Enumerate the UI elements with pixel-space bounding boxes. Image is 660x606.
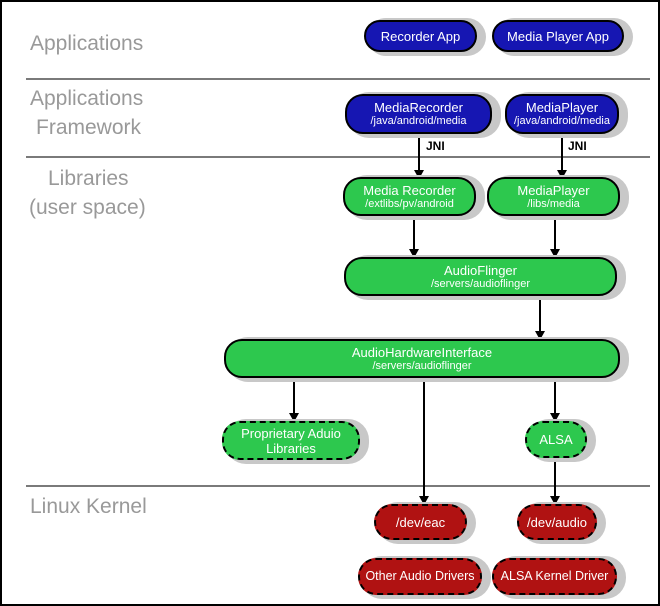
- arrow-playerlib-to-audioflinger: [554, 216, 556, 257]
- arrow-hwinterface-to-alsa: [554, 378, 556, 421]
- divider-libraries-kernel: [26, 485, 650, 487]
- node-label: /dev/eac: [395, 514, 446, 530]
- node-label: AudioFlinger: [444, 262, 517, 278]
- node-media-player-app: Media Player App: [492, 20, 624, 52]
- layer-label-libraries-line1: Libraries: [48, 167, 129, 190]
- node-audioflinger: AudioFlinger /servers/audioflinger: [344, 257, 617, 296]
- arrow-hwinterface-to-proprietary: [293, 378, 295, 421]
- node-mediaplayer-framework: MediaPlayer /java/android/media: [505, 94, 619, 134]
- node-audiohardwareinterface: AudioHardwareInterface /servers/audiofli…: [224, 339, 620, 378]
- node-label: ALSA: [539, 432, 573, 447]
- node-dev-eac: /dev/eac: [374, 504, 467, 540]
- layer-label-linux-kernel: Linux Kernel: [30, 495, 147, 518]
- layer-label-framework-line2: Framework: [36, 116, 142, 139]
- layer-label-applications: Applications: [30, 32, 144, 55]
- node-label: AudioHardwareInterface: [351, 344, 493, 360]
- layer-label-libraries-line2: (user space): [29, 196, 146, 219]
- node-path: /extlibs/pv/android: [365, 197, 454, 210]
- node-label: /dev/audio: [527, 514, 587, 530]
- node-alsa: ALSA: [525, 421, 587, 458]
- node-alsa-kernel-driver: ALSA Kernel Driver: [492, 558, 617, 595]
- node-label: Recorder App: [380, 28, 461, 44]
- node-label: ALSA Kernel Driver: [500, 569, 609, 583]
- node-mediaplayer-lib: MediaPlayer /libs/media: [487, 177, 620, 216]
- jni-label-left: JNI: [426, 139, 445, 153]
- node-proprietary-audio-libraries: Proprietary Aduio Libraries: [222, 421, 360, 460]
- arrow-mediaplayer-to-lib: [561, 134, 563, 178]
- node-dev-audio: /dev/audio: [517, 504, 597, 540]
- node-path: /java/android/media: [513, 115, 610, 127]
- node-label: Other Audio Drivers: [365, 569, 475, 583]
- arrow-alsa-to-dev-audio: [554, 460, 556, 504]
- node-label: Proprietary Aduio: [241, 425, 341, 441]
- node-label-line2: Libraries: [266, 440, 316, 456]
- arrow-audioflinger-to-hwinterface: [539, 296, 541, 339]
- node-path: /libs/media: [527, 197, 580, 210]
- node-label: MediaPlayer: [517, 182, 590, 198]
- node-media-recorder-lib: Media Recorder /extlibs/pv/android: [343, 177, 476, 216]
- arrow-recorderlib-to-audioflinger: [413, 216, 415, 257]
- node-label: MediaPlayer: [525, 100, 599, 115]
- node-label: Media Recorder: [363, 182, 456, 198]
- divider-framework-libraries: [26, 156, 650, 158]
- node-path: /java/android/media: [370, 115, 467, 127]
- divider-applications-framework: [26, 78, 650, 80]
- arrow-hwinterface-to-dev-eac: [423, 378, 425, 504]
- arrow-mediarecorder-to-lib: [418, 134, 420, 178]
- node-path: /servers/audioflinger: [430, 277, 531, 290]
- node-label: MediaRecorder: [374, 100, 463, 115]
- jni-label-right: JNI: [568, 139, 587, 153]
- node-mediarecorder-framework: MediaRecorder /java/android/media: [345, 94, 492, 134]
- node-label: Media Player App: [507, 28, 609, 44]
- layer-label-framework-line1: Applications: [30, 87, 144, 110]
- node-other-audio-drivers: Other Audio Drivers: [358, 558, 482, 595]
- node-path: /servers/audioflinger: [372, 359, 472, 372]
- node-recorder-app: Recorder App: [364, 20, 477, 52]
